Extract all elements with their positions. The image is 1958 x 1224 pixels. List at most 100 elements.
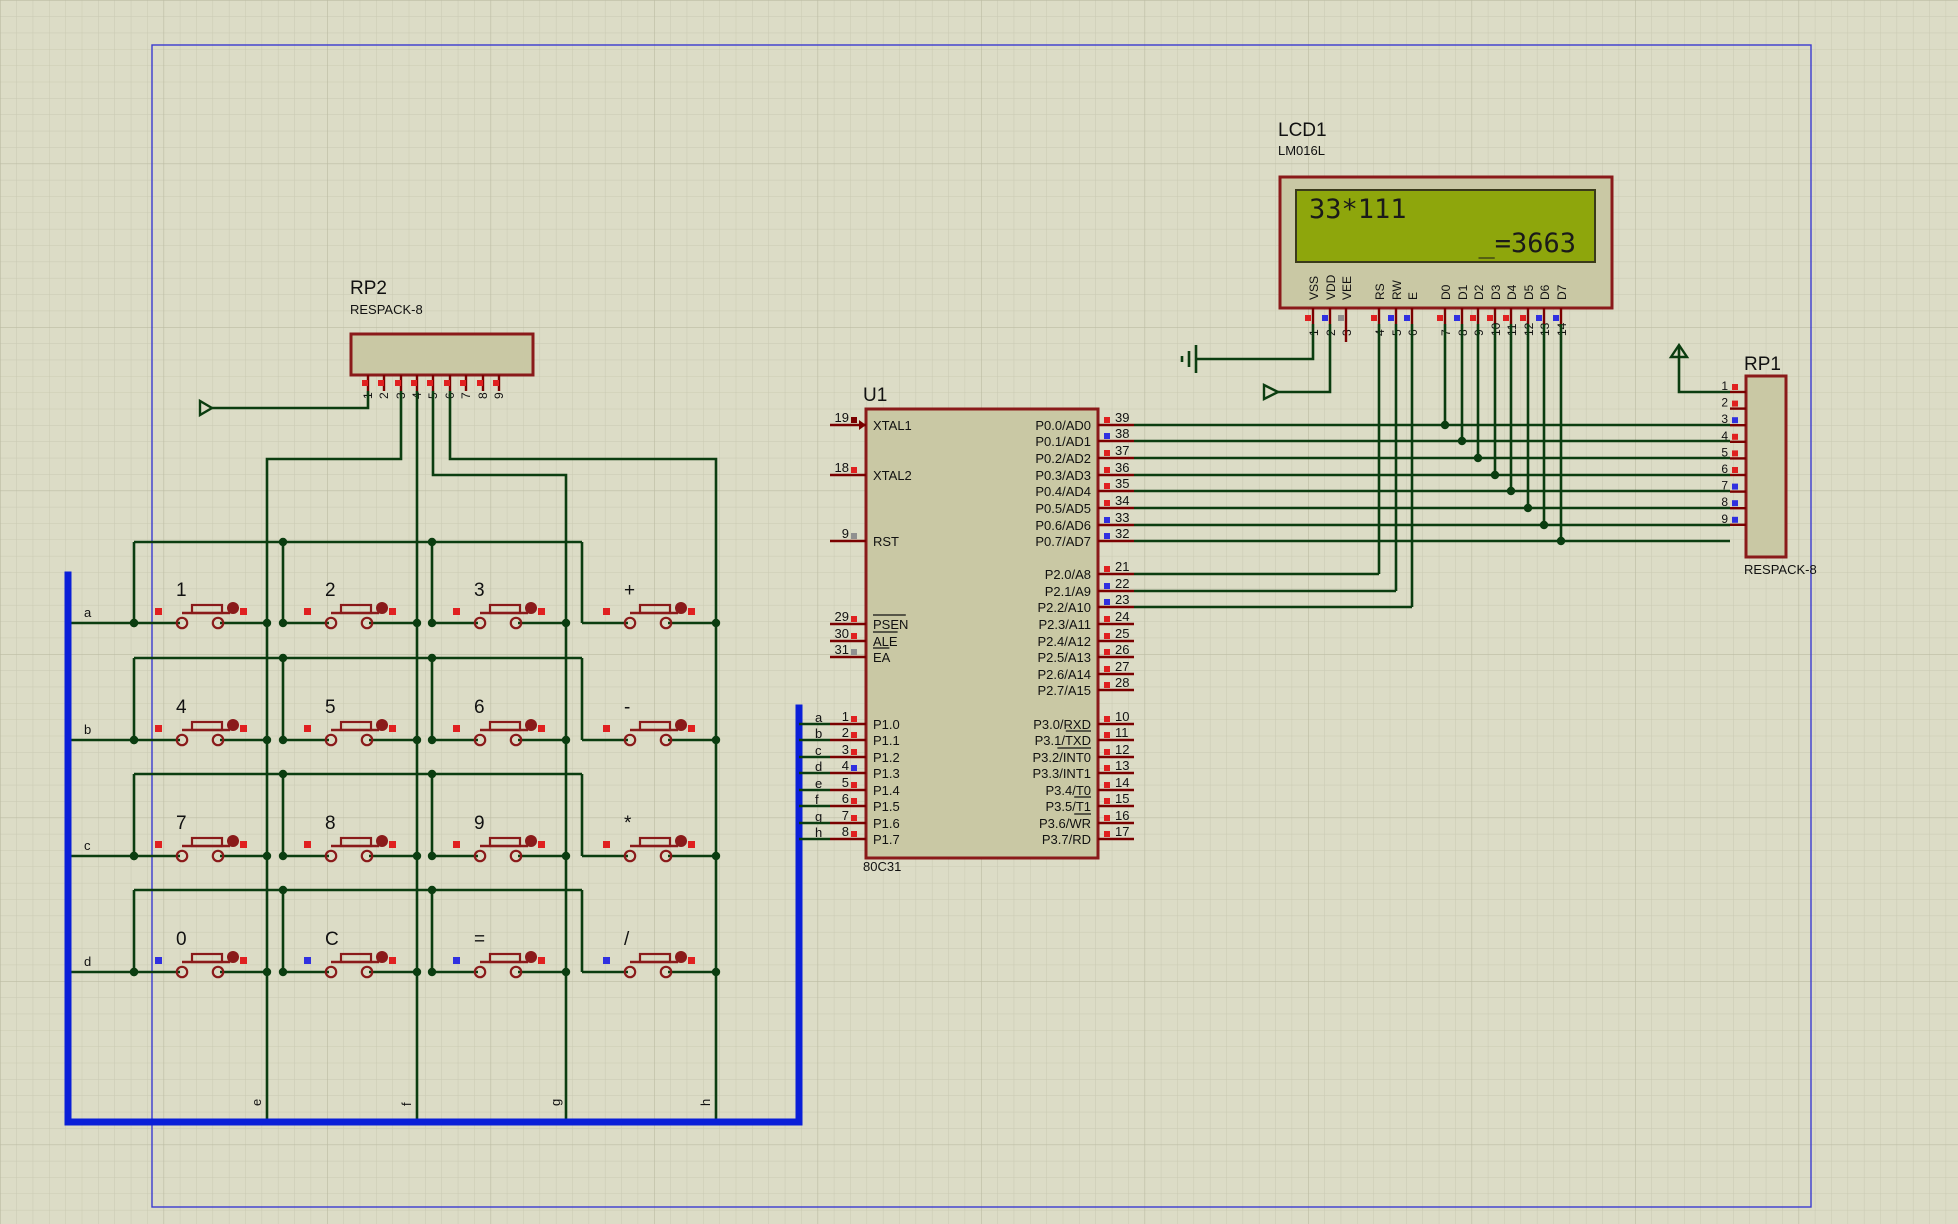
keypad-bus — [64, 571, 803, 1126]
junction-dot — [1539, 520, 1549, 530]
switch-contact — [324, 616, 338, 630]
switch-indicator — [376, 602, 388, 614]
junction-dot — [427, 537, 437, 547]
lcd-component[interactable]: LCD1 LM016L 33*111 _=3663 VSS1VDD2VEE3RS… — [1278, 120, 1614, 336]
rp2-pin-number: 2 — [377, 392, 391, 399]
pin-marker — [395, 380, 401, 386]
keypad-key[interactable]: 0 — [134, 929, 267, 979]
switch-plunger — [339, 952, 373, 964]
lcd-pin-name: D0 — [1439, 284, 1453, 300]
switch-indicator — [227, 951, 239, 963]
keypad-key[interactable]: 6 — [432, 697, 566, 747]
lcd-pin-name: VDD — [1324, 274, 1338, 300]
keypad-key[interactable]: 4 — [134, 697, 267, 747]
pin-marker — [851, 765, 857, 771]
switch-contact — [211, 965, 225, 979]
mcu-pin-name: P3.5/T1 — [1045, 799, 1091, 814]
mcu-pin-name: XTAL1 — [873, 418, 912, 433]
junction-dot — [278, 885, 288, 895]
switch-contact — [623, 965, 637, 979]
net-label: a — [815, 710, 823, 725]
pin-marker — [453, 725, 460, 732]
pin-marker — [155, 725, 162, 732]
pin-marker — [1470, 315, 1476, 321]
rp1-pin-number: 2 — [1721, 396, 1728, 410]
pin-marker — [1732, 500, 1738, 507]
switch-contact — [473, 616, 487, 630]
keypad-key[interactable]: = — [432, 929, 566, 979]
pin-marker — [1104, 566, 1110, 572]
lcd-line-2: _=3663 — [1478, 228, 1576, 259]
switch-contact — [473, 733, 487, 747]
switch-contact — [509, 733, 523, 747]
pin-marker — [1732, 417, 1738, 424]
mcu-pin-name: P1.1 — [873, 733, 900, 748]
mcu-pin-name: P0.7/AD7 — [1035, 534, 1091, 549]
switch-contact — [473, 965, 487, 979]
col-net-label: e — [249, 1099, 264, 1106]
lcd-power-wiring — [1180, 324, 1348, 401]
pin-marker — [155, 957, 162, 964]
col-net-label: f — [399, 1102, 414, 1106]
keypad-key[interactable]: 5 — [283, 697, 417, 747]
rp2-pin-number: 7 — [459, 392, 473, 399]
mcu-pin-number: 14 — [1115, 775, 1129, 790]
rp1-pin-number: 9 — [1721, 512, 1728, 526]
keypad-key[interactable]: * — [582, 813, 716, 863]
mcu-pin-name: P0.5/AD5 — [1035, 501, 1091, 516]
mcu-pin-number: 19 — [835, 410, 849, 425]
keypad-key[interactable]: + — [582, 580, 716, 630]
mcu-pin-number: 6 — [842, 791, 849, 806]
keypad-key[interactable]: 1 — [134, 580, 267, 630]
pin-marker — [1104, 500, 1110, 506]
keypad-key[interactable]: / — [582, 929, 716, 979]
switch-indicator — [525, 602, 537, 614]
keypad-key[interactable]: 3 — [432, 580, 566, 630]
mcu-component[interactable]: U1 80C31 19XTAL118XTAL29RST29PSEN30ALE31… — [799, 385, 1134, 874]
rp1-pin-number: 8 — [1721, 495, 1728, 509]
switch-indicator — [227, 719, 239, 731]
keypad-key[interactable]: 8 — [283, 813, 417, 863]
switch-indicator — [376, 719, 388, 731]
rp1-pin-number: 3 — [1721, 412, 1728, 426]
pin-marker — [1104, 831, 1110, 837]
mcu-pin-number: 27 — [1115, 659, 1129, 674]
keypad-key[interactable]: 9 — [432, 813, 566, 863]
pin-marker — [1404, 315, 1410, 321]
pin-marker — [1322, 315, 1328, 321]
keypad-key[interactable]: 2 — [283, 580, 417, 630]
mcu-pin-number: 4 — [842, 758, 849, 773]
pin-marker — [1104, 633, 1110, 639]
switch-plunger — [190, 720, 224, 732]
switch-plunger — [488, 603, 522, 615]
col-net-label: h — [698, 1099, 713, 1106]
pin-marker — [1732, 433, 1738, 440]
switch-indicator — [675, 602, 687, 614]
mcu-pin-number: 16 — [1115, 808, 1129, 823]
mcu-pin-number: 34 — [1115, 493, 1129, 508]
mcu-pin-name: P1.7 — [873, 832, 900, 847]
junction-dot — [1440, 420, 1450, 430]
mcu-pin-name: P2.3/A11 — [1038, 617, 1091, 632]
keypad-key[interactable]: C — [283, 929, 417, 979]
junction-dot — [427, 885, 437, 895]
keypad-key[interactable]: 7 — [134, 813, 267, 863]
keypad-key[interactable]: - — [582, 697, 716, 747]
mcu-pin-number: 39 — [1115, 410, 1129, 425]
mcu-pin-number: 24 — [1115, 609, 1129, 624]
pin-marker — [1104, 533, 1110, 539]
switch-indicator — [376, 835, 388, 847]
mcu-pin-name: P3.7/RD — [1042, 832, 1091, 847]
junction-dot — [1506, 486, 1516, 496]
switch-contact — [623, 733, 637, 747]
pin-marker — [1732, 450, 1738, 457]
mcu-pin-number: 25 — [1115, 626, 1129, 641]
pin-marker — [1732, 400, 1738, 407]
pin-marker — [1104, 649, 1110, 655]
mcu-pin-number: 36 — [1115, 460, 1129, 475]
pin-marker — [411, 380, 417, 386]
key-label: 6 — [474, 697, 485, 718]
